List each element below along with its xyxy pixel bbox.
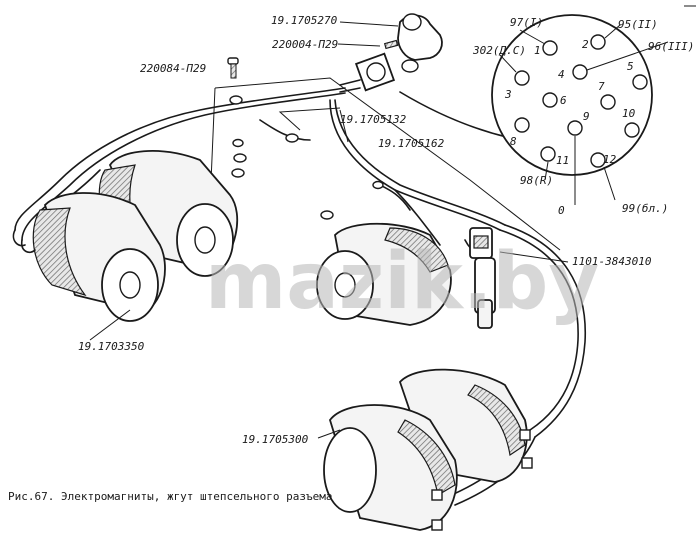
label-19-1705162: 19.1705162	[378, 137, 445, 150]
figure-caption: Рис.67. Электромагниты, жгут штепсельног…	[8, 490, 333, 503]
pin-label-1: 1	[534, 44, 541, 57]
electromagnet-19-1703350	[12, 150, 239, 322]
screw-220084	[227, 57, 239, 79]
pin-label-12: 12	[603, 153, 617, 166]
plug-connector	[339, 13, 443, 93]
label-19-1705132: 19.1705132	[340, 113, 407, 126]
wire-label-99: 99(бл.)	[622, 202, 668, 215]
pin-label-3: 3	[504, 88, 512, 101]
pin-label-10: 10	[622, 107, 636, 120]
pin-label-2: 2	[582, 38, 589, 51]
pin-label-8: 8	[510, 135, 517, 148]
pin-label-6: 6	[560, 94, 567, 107]
electromagnet-19-1705300	[323, 368, 533, 531]
relay-1101	[469, 227, 496, 329]
label-19-1705300: 19.1705300	[242, 433, 309, 446]
connector-pinout	[491, 14, 669, 205]
wire-label-0: 0	[558, 204, 565, 217]
pin-label-11: 11	[556, 154, 569, 167]
plate-nuts	[229, 95, 384, 220]
electromagnet-center	[316, 222, 452, 326]
pin-label-4: 4	[558, 68, 565, 81]
pin-label-9: 9	[583, 110, 590, 123]
wire-label-302: 302(Д.С)	[472, 44, 526, 57]
label-19-1705270: 19.1705270	[271, 14, 338, 27]
watermark: mazik.by	[205, 237, 599, 327]
leader-lines	[89, 21, 569, 439]
label-220004-p29: 220004-П29	[272, 38, 338, 51]
wire-label-96: 96(III)	[648, 40, 694, 53]
label-19-1703350: 19.1703350	[78, 340, 145, 353]
pin-label-5: 5	[627, 60, 634, 73]
pin-label-7: 7	[598, 80, 605, 93]
label-1101-3843010: 1101-3843010	[572, 255, 652, 268]
label-220084-p29: 220084-П29	[140, 62, 206, 75]
wire-label-98: 98(R)	[520, 174, 553, 187]
wire-label-97: 97(I)	[510, 16, 543, 29]
wire-label-95: 95(II)	[618, 18, 658, 31]
